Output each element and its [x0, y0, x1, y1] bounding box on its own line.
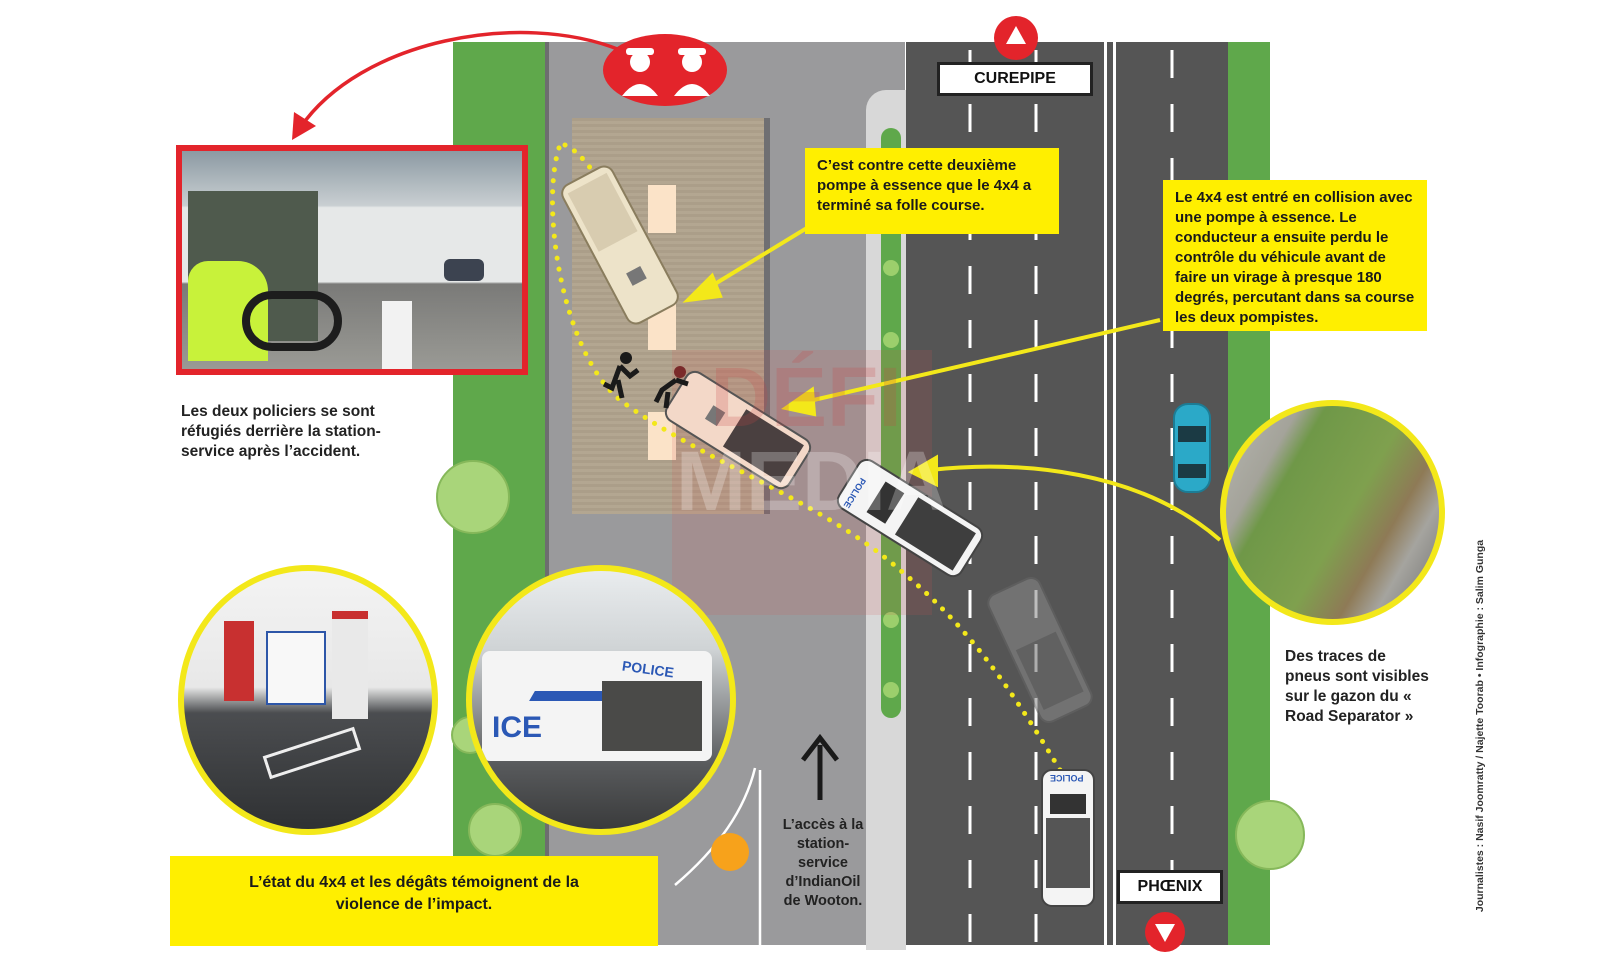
watermark-text: DÉFI MEDIA — [676, 350, 947, 528]
pointer-arrow-tyre-marks — [907, 454, 1222, 542]
watermark-line-2: MEDIA — [676, 434, 947, 528]
canopy-shadow — [764, 118, 770, 514]
blue-car — [1173, 403, 1211, 493]
orange-marker — [711, 833, 749, 871]
photo-pump-damage — [178, 565, 438, 835]
photo-tyre-marks — [1220, 400, 1445, 625]
photo-policemen-refuge — [176, 145, 528, 375]
caption-policemen: Les deux policiers se sont réfugiés derr… — [181, 403, 381, 460]
photo-label-ice: ICE — [492, 711, 543, 744]
curepipe-sign: CUREPIPE — [937, 62, 1093, 96]
separator-grass-inner — [881, 128, 901, 718]
pointer-arrow-collision — [781, 318, 1161, 417]
pointer-arrow-second-pump — [682, 218, 822, 303]
separator-shrubs — [883, 260, 899, 698]
callout-collision: Le 4x4 est entré en collision avec une p… — [1163, 180, 1427, 331]
photo-pump-left — [224, 621, 254, 701]
ghost-car-1 — [987, 577, 1093, 723]
tree-icons — [436, 460, 1305, 870]
access-lane-line — [674, 767, 757, 886]
north-direction-icon — [994, 16, 1038, 60]
access-arrow-icon — [801, 733, 839, 800]
credits: Journalistes : Nasif Joomratty / Najette… — [1474, 539, 1486, 913]
photo-police-vehicle — [266, 631, 326, 705]
callout-damage: L’état du 4x4 et les dégâts témoignent d… — [170, 856, 658, 946]
caption-access: L’accès à la station-service d’IndianOil… — [782, 817, 864, 909]
photo-car — [444, 259, 484, 281]
photo-wrecked-4x4: ICE POLICE — [466, 565, 736, 835]
phoenix-sign: PHŒNIX — [1117, 870, 1223, 904]
photo-pillar — [382, 301, 412, 369]
photo-pump-right — [332, 611, 368, 719]
lane-markings — [968, 50, 1174, 945]
photo-engine-damage — [602, 681, 702, 751]
police-label-start-car: POLICE — [1050, 773, 1084, 783]
south-direction-icon — [1145, 912, 1185, 952]
callout-second-pump: C’est contre cette deuxième pompe à esse… — [805, 148, 1059, 234]
police-car-hitting-pumpists — [664, 370, 812, 490]
police-car-start — [1041, 769, 1095, 907]
photo-debris — [262, 726, 362, 780]
watermark-line-1: DÉFI — [710, 350, 902, 444]
forecourt-edge-line — [545, 42, 549, 945]
police-car-final-position — [561, 165, 679, 325]
vehicle-trajectory-path — [550, 142, 1063, 773]
pumpist-figures-icon — [602, 352, 689, 409]
policemen-badge-icon — [603, 34, 727, 106]
police-car-spinning — [836, 458, 984, 578]
red-curved-arrow — [292, 30, 621, 140]
photo-motorbike — [242, 291, 342, 351]
central-divider — [1104, 42, 1116, 945]
caption-tyre-marks: Des traces de pneus sont visibles sur le… — [1285, 648, 1429, 725]
